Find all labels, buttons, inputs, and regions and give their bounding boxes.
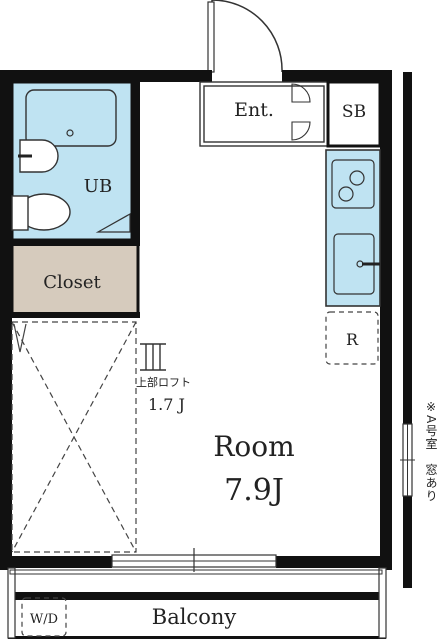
- label-washer: W/D: [30, 612, 58, 627]
- refrigerator-space: [325, 311, 379, 365]
- washer-space: [21, 597, 67, 637]
- label-balcony: Balcony: [152, 605, 237, 629]
- label-entrance: Ent.: [234, 99, 274, 121]
- label-closet: Closet: [43, 272, 101, 293]
- closet: [10, 240, 140, 318]
- label-room-size: 7.9J: [224, 473, 284, 508]
- window-note: ※A号室 窓あり: [424, 400, 438, 503]
- kitchen: [325, 149, 381, 307]
- label-shoe-box: SB: [342, 102, 366, 122]
- balcony: [7, 567, 387, 639]
- outer-walls: [0, 70, 412, 588]
- balcony-window: [111, 548, 277, 572]
- label-loft: 上部ロフト: [136, 375, 191, 389]
- unit-bath: [10, 80, 140, 242]
- label-loft-size: 1.7 J: [148, 395, 185, 414]
- loft-area: [11, 321, 137, 553]
- side-window: [400, 423, 415, 497]
- label-unit-bath: UB: [84, 176, 112, 197]
- label-refrigerator: R: [346, 330, 359, 349]
- loft-ladder: [140, 343, 166, 371]
- label-room: Room: [213, 430, 294, 463]
- entrance-door: [207, 0, 283, 73]
- shoe-box: [326, 80, 382, 148]
